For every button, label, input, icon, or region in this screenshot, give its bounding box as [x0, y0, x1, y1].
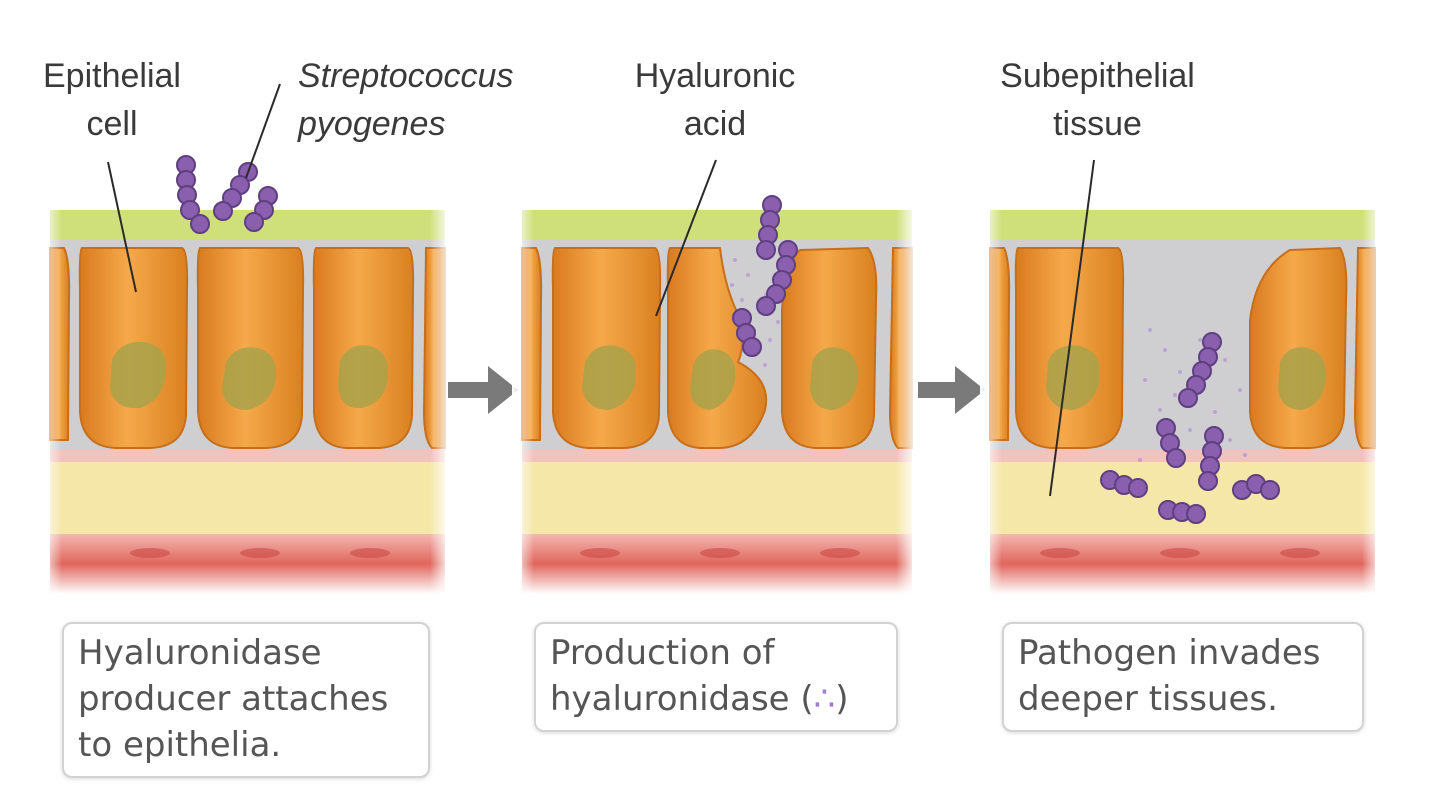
caption-step-3: Pathogen invades deeper tissues. — [1002, 622, 1364, 732]
label-text: Hyaluronic — [634, 57, 796, 95]
panel-3-tissue — [980, 205, 1382, 600]
label-subepithelial-tissue: Subepithelial tissue — [975, 52, 1220, 148]
nucleus — [222, 347, 277, 410]
label-epithelial-cell: Epithelial cell — [22, 52, 202, 148]
label-text: acid — [683, 105, 747, 143]
nucleus — [582, 345, 637, 410]
caption-step-2: Production of hyaluronidase (∴) — [534, 622, 898, 732]
nucleus — [1046, 345, 1101, 410]
caption-text: Production of — [550, 633, 775, 673]
label-text: tissue — [1053, 105, 1142, 143]
caption-text: to epithelia. — [78, 725, 282, 765]
label-text: Epithelial — [43, 57, 181, 95]
panel-2-tissue — [512, 205, 916, 600]
leader-line-subepithelial — [1049, 159, 1095, 497]
label-hyaluronic-acid: Hyaluronic acid — [610, 52, 820, 148]
panel-1-tissue — [40, 205, 450, 600]
nucleus — [1278, 347, 1327, 410]
nucleus — [810, 347, 859, 410]
caption-step-1: Hyaluronidase producer attaches to epith… — [62, 622, 430, 778]
caption-text: producer attaches — [78, 679, 389, 719]
step-arrow — [918, 366, 985, 414]
nucleus — [338, 345, 389, 409]
leader-lines — [107, 83, 1095, 497]
label-streptococcus: Streptococcus pyogenes — [298, 52, 513, 148]
label-text: cell — [86, 105, 138, 143]
label-text: Streptococcus — [298, 57, 514, 95]
label-text: pyogenes — [298, 105, 446, 143]
caption-text: Pathogen invades — [1018, 633, 1321, 673]
caption-text: ) — [835, 679, 849, 719]
caption-text: hyaluronidase (∴) — [550, 676, 882, 722]
hyaluronidase-symbol: ∴ — [813, 679, 836, 719]
label-text: Subepithelial — [1000, 57, 1195, 95]
leader-line-epithelial — [107, 161, 137, 293]
nucleus — [110, 341, 167, 409]
caption-text: Hyaluronidase — [78, 633, 322, 673]
leader-line-strep — [245, 83, 281, 179]
caption-text: deeper tissues. — [1018, 679, 1278, 719]
leader-line-hyaluronic — [655, 159, 717, 317]
nucleus — [690, 349, 736, 410]
caption-text: hyaluronidase ( — [550, 679, 814, 719]
step-arrow — [448, 366, 518, 414]
